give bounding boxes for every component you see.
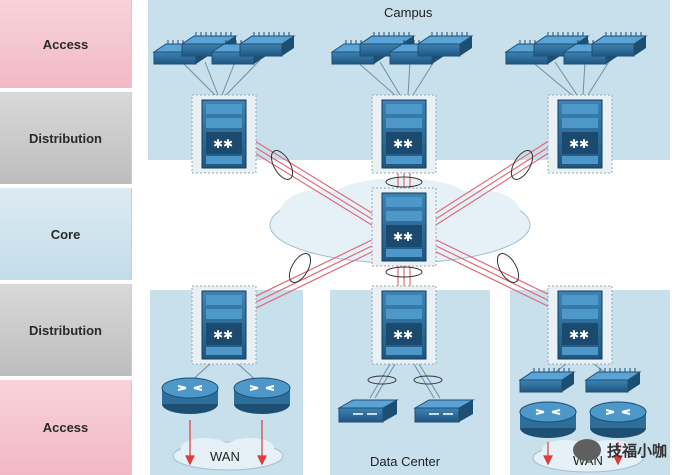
wan-router-right-2 xyxy=(589,401,647,439)
watermark-text: 技福小咖 xyxy=(606,441,667,460)
tier-access-top: Access xyxy=(0,0,132,88)
dist-switch-bottom-left xyxy=(201,290,247,360)
dc-switch-2 xyxy=(414,399,474,423)
dist-switch-top-left xyxy=(201,99,247,169)
bottom-rings xyxy=(367,375,443,385)
wan-arrows xyxy=(185,420,623,466)
campus-label: Campus xyxy=(384,5,433,20)
watermark: 技福小咖 xyxy=(572,439,667,461)
core-switch xyxy=(381,192,427,262)
dc-switch-1 xyxy=(338,399,398,423)
dist-switch-top-right xyxy=(557,99,603,169)
bundle-rings xyxy=(270,150,534,283)
tier-distribution-bottom: Distribution xyxy=(0,284,132,376)
wan-left-label: WAN xyxy=(210,449,240,464)
tier-distribution-top: Distribution xyxy=(0,92,132,184)
data-center-label: Data Center xyxy=(370,454,441,469)
wan-router-right-1 xyxy=(519,401,577,439)
dist-switch-bottom-center xyxy=(381,290,427,360)
wan-router-left-2 xyxy=(233,377,291,415)
tier-access-bottom: Access xyxy=(0,380,132,475)
wan-router-left-1 xyxy=(161,377,219,415)
dist-switch-top-center xyxy=(381,99,427,169)
dist-switch-bottom-right xyxy=(557,290,603,360)
watermark-logo-icon xyxy=(572,439,601,461)
tier-core: Core xyxy=(0,188,132,280)
access-links-top xyxy=(179,59,611,96)
